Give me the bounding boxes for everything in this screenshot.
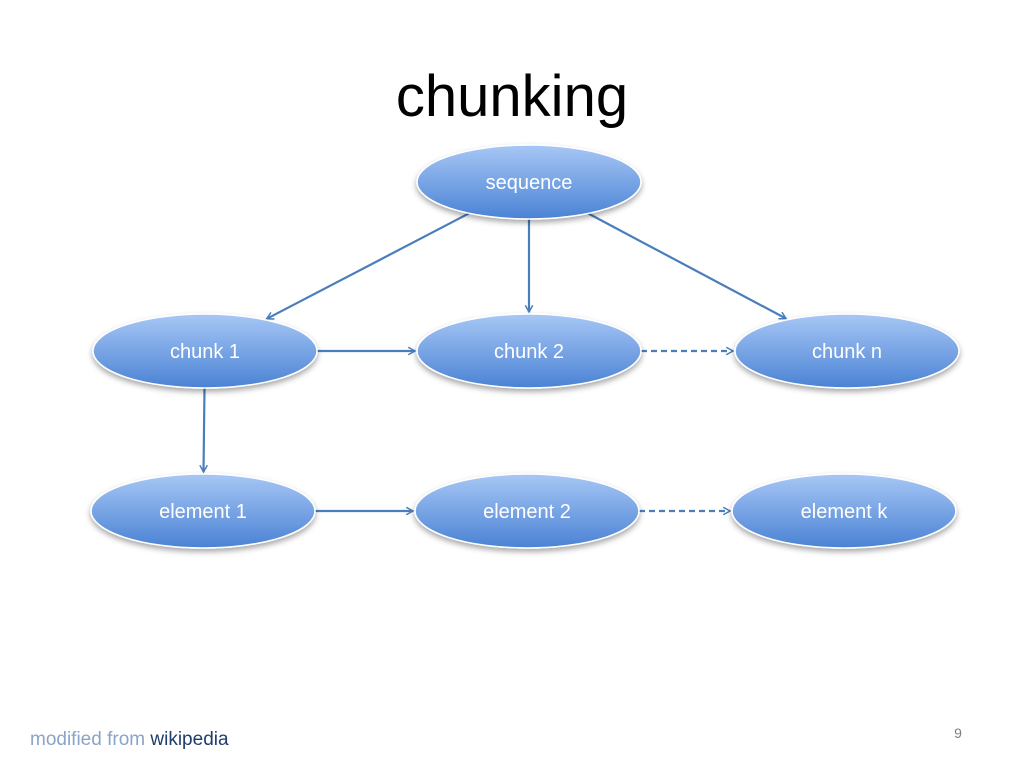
node-elementk-shape	[731, 473, 957, 549]
page-number: 9	[954, 725, 962, 741]
edge-chunk1-to-element1	[204, 387, 205, 472]
node-chunk2: chunk 2	[416, 313, 642, 389]
slide-title: chunking	[395, 64, 629, 129]
node-chunkn-label: chunk n	[812, 341, 882, 363]
node-chunk1-label: chunk 1	[170, 341, 240, 363]
node-element1: element 1	[90, 473, 316, 549]
node-chunkn-shape	[734, 313, 960, 389]
node-elementk-label: element k	[801, 501, 889, 523]
node-sequence-shape	[416, 144, 642, 220]
edge-sequence-to-chunkn	[587, 212, 786, 320]
node-sequence: sequence	[416, 144, 642, 220]
node-sequence-label: sequence	[486, 172, 573, 194]
edge-sequence-to-chunk1	[267, 212, 470, 320]
nodes-layer: sequence chunk 1 chunk 2 chunk n element 1 el…	[90, 144, 960, 549]
node-chunk1: chunk 1	[92, 313, 318, 389]
footer-prefix: modified from	[30, 729, 146, 750]
node-element1-label: element 1	[159, 501, 247, 523]
node-element2-shape	[414, 473, 640, 549]
node-chunkn: chunk n	[734, 313, 960, 389]
node-chunk2-shape	[416, 313, 642, 389]
node-element2-label: element 2	[483, 501, 571, 523]
node-elementk: element k	[731, 473, 957, 549]
node-element2: element 2	[414, 473, 640, 549]
node-element1-shape	[90, 473, 316, 549]
footer-credit: modified from wikipedia	[30, 728, 229, 752]
footer-source: wikipedia	[150, 729, 229, 750]
node-chunk1-shape	[92, 313, 318, 389]
node-chunk2-label: chunk 2	[494, 341, 564, 363]
edges-layer	[204, 212, 787, 511]
